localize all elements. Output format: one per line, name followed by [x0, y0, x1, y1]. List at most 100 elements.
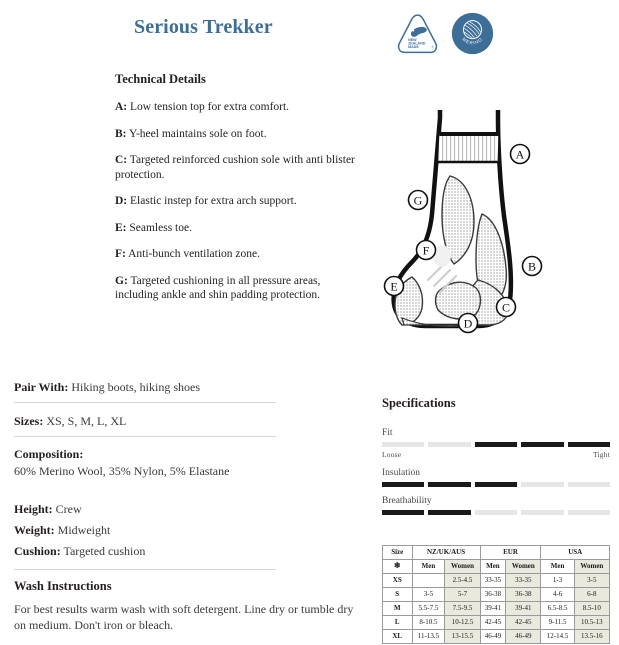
subheader-eur-women: Women — [505, 559, 542, 574]
subheader-usa-women: Women — [573, 559, 611, 574]
tech-item-f-text: Anti-bunch ventilation zone. — [125, 248, 260, 260]
attribute-weight: Weight: Midweight — [14, 520, 276, 541]
attribute-cushion: Cushion: Targeted cushion — [14, 541, 276, 562]
tech-item-g-key: G: — [115, 274, 128, 287]
row-xs-nz-men — [411, 573, 446, 588]
nz-badge-line2: ZEALAND — [408, 41, 426, 45]
tech-item-c: C: Targeted reinforced cushion sole with… — [115, 153, 363, 182]
tech-item-g-text: Targeted cushioning in all pressure area… — [115, 274, 321, 302]
callout-b-circle — [521, 255, 543, 277]
row-xs-nz-women: 2.5-4.5 — [444, 573, 481, 588]
header-usa: USA — [540, 545, 610, 560]
row-xs-eur-men: 33-35 — [479, 573, 507, 588]
spec-breathability-segment-4 — [521, 510, 564, 515]
spec-insulation-rating — [382, 482, 611, 487]
wash-instructions-heading: Wash Instructions — [14, 579, 112, 593]
size-chart-table: Size NZ/UK/AUS EUR USA ❄ Men Women Men W… — [382, 545, 611, 644]
spec-fit-segment-3 — [474, 442, 518, 447]
callout-c-label: C — [502, 300, 510, 314]
spec-fit-scale-high: Tight — [593, 450, 610, 459]
cushion-value: Targeted cushion — [60, 544, 146, 558]
composition-value: 60% Merino Wool, 35% Nylon, 5% Elastane — [14, 464, 230, 478]
row-l-eur-men: 42-45 — [479, 615, 507, 630]
spec-fit-segment-1 — [382, 442, 425, 447]
spec-breathability-segment-1 — [382, 510, 425, 515]
tech-item-e-key: E: — [115, 221, 127, 234]
spec-fit-segment-5 — [567, 442, 611, 447]
row-xl-nz-women: 13-15.5 — [444, 629, 481, 644]
row-l-eur-women: 42-45 — [505, 615, 542, 630]
subheader-nz-women: Women — [444, 559, 481, 574]
tech-item-c-key: C: — [115, 154, 128, 166]
pair-with-value: Hiking boots, hiking shoes — [68, 380, 201, 394]
tech-item-f: F: Anti-bunch ventilation zone. — [115, 247, 363, 262]
spec-insulation-segment-4 — [521, 482, 564, 487]
row-m-nz-women: 7.5-9.5 — [444, 601, 481, 616]
row-l-nz-men: 8-10.5 — [411, 615, 446, 630]
spec-insulation-segment-2 — [428, 482, 471, 487]
callout-f-label: F — [423, 243, 430, 257]
row-xl-usa-women: 13.5-16 — [573, 629, 611, 644]
spec-insulation: Insulation — [382, 468, 611, 487]
row-xs-usa-women: 3-5 — [573, 573, 611, 588]
row-m-size: M — [382, 601, 413, 616]
callout-b-label: B — [528, 259, 536, 273]
new-zealand-made-badge: NEW ZEALAND MADE ® — [397, 13, 438, 53]
spec-fit-scale-low: Loose — [382, 450, 402, 459]
callout-g-label: G — [414, 193, 423, 207]
sock-diagram: A B C D E F G — [382, 104, 582, 354]
merino-badge: MERINO — [451, 12, 494, 55]
tech-item-e-text: Seamless toe. — [126, 221, 192, 234]
row-s-eur-women: 36-38 — [505, 587, 542, 602]
specifications-heading: Specifications — [382, 396, 456, 410]
weight-value: Midweight — [54, 523, 111, 537]
row-l-usa-men: 9-11.5 — [540, 615, 575, 630]
subheader-nz-men: Men — [411, 559, 446, 574]
spec-breathability: Breathability — [382, 496, 611, 515]
row-s-eur-men: 36-38 — [479, 587, 507, 602]
tech-item-b: B: Y-heel maintains sole on foot. — [115, 127, 363, 142]
page-title: Serious Trekker — [134, 16, 273, 38]
wash-instructions-section: Wash Instructions For best results warm … — [14, 579, 353, 633]
callout-a-label: A — [516, 147, 525, 161]
header-eur: EUR — [479, 545, 542, 560]
weight-label: Weight: — [14, 523, 55, 537]
row-xl-nz-men: 11-13.5 — [411, 629, 446, 644]
spec-insulation-label: Insulation — [382, 468, 420, 478]
tech-item-a: A: Low tension top for extra comfort. — [115, 100, 363, 115]
row-s-nz-men: 3-5 — [411, 587, 446, 602]
sizes-label: Sizes: — [14, 414, 44, 428]
header-nz-uk-aus: NZ/UK/AUS — [411, 545, 481, 560]
spec-fit-segment-2 — [428, 442, 471, 447]
attribute-pair-with: Pair With: Hiking boots, hiking shoes — [14, 378, 276, 402]
spec-fit-label: Fit — [382, 428, 393, 438]
tech-item-d-key: D: — [115, 195, 128, 207]
nz-badge-line1: NEW — [408, 37, 417, 41]
row-xl-size: XL — [382, 629, 413, 644]
technical-details-heading: Technical Details — [115, 72, 206, 86]
callout-g-circle — [407, 189, 429, 211]
attribute-divider-1 — [14, 402, 276, 403]
row-l-size: L — [382, 615, 413, 630]
row-xl-eur-women: 46-49 — [505, 629, 542, 644]
tech-item-c-text: Targeted reinforced cushion sole with an… — [115, 154, 355, 181]
spec-breathability-label: Breathability — [382, 496, 432, 506]
size-chart-group-header-row: Size NZ/UK/AUS EUR USA — [382, 545, 610, 560]
composition-label: Composition: — [14, 447, 84, 461]
callout-d-circle — [457, 312, 479, 334]
row-m-usa-men: 6.5-8.5 — [540, 601, 575, 616]
row-s-nz-women: 5-7 — [444, 587, 481, 602]
snowflake-icon: ❄ — [382, 559, 413, 574]
row-m-eur-women: 39-41 — [505, 601, 542, 616]
attribute-divider-2 — [14, 436, 276, 437]
row-xs-eur-women: 33-35 — [505, 573, 542, 588]
wash-instructions-body: For best results warm wash with soft det… — [14, 602, 354, 632]
callout-d-label: D — [464, 316, 473, 330]
technical-details-section: Technical Details A: Low tension top for… — [115, 72, 363, 315]
row-s-usa-women: 6-8 — [573, 587, 611, 602]
tech-item-d-text: Elastic instep for extra arch support. — [127, 195, 297, 207]
subheader-eur-men: Men — [479, 559, 507, 574]
spec-insulation-segment-5 — [567, 482, 611, 487]
spec-fit-scale: Loose Tight — [382, 450, 610, 459]
product-attributes: Pair With: Hiking boots, hiking shoes Si… — [14, 378, 353, 633]
